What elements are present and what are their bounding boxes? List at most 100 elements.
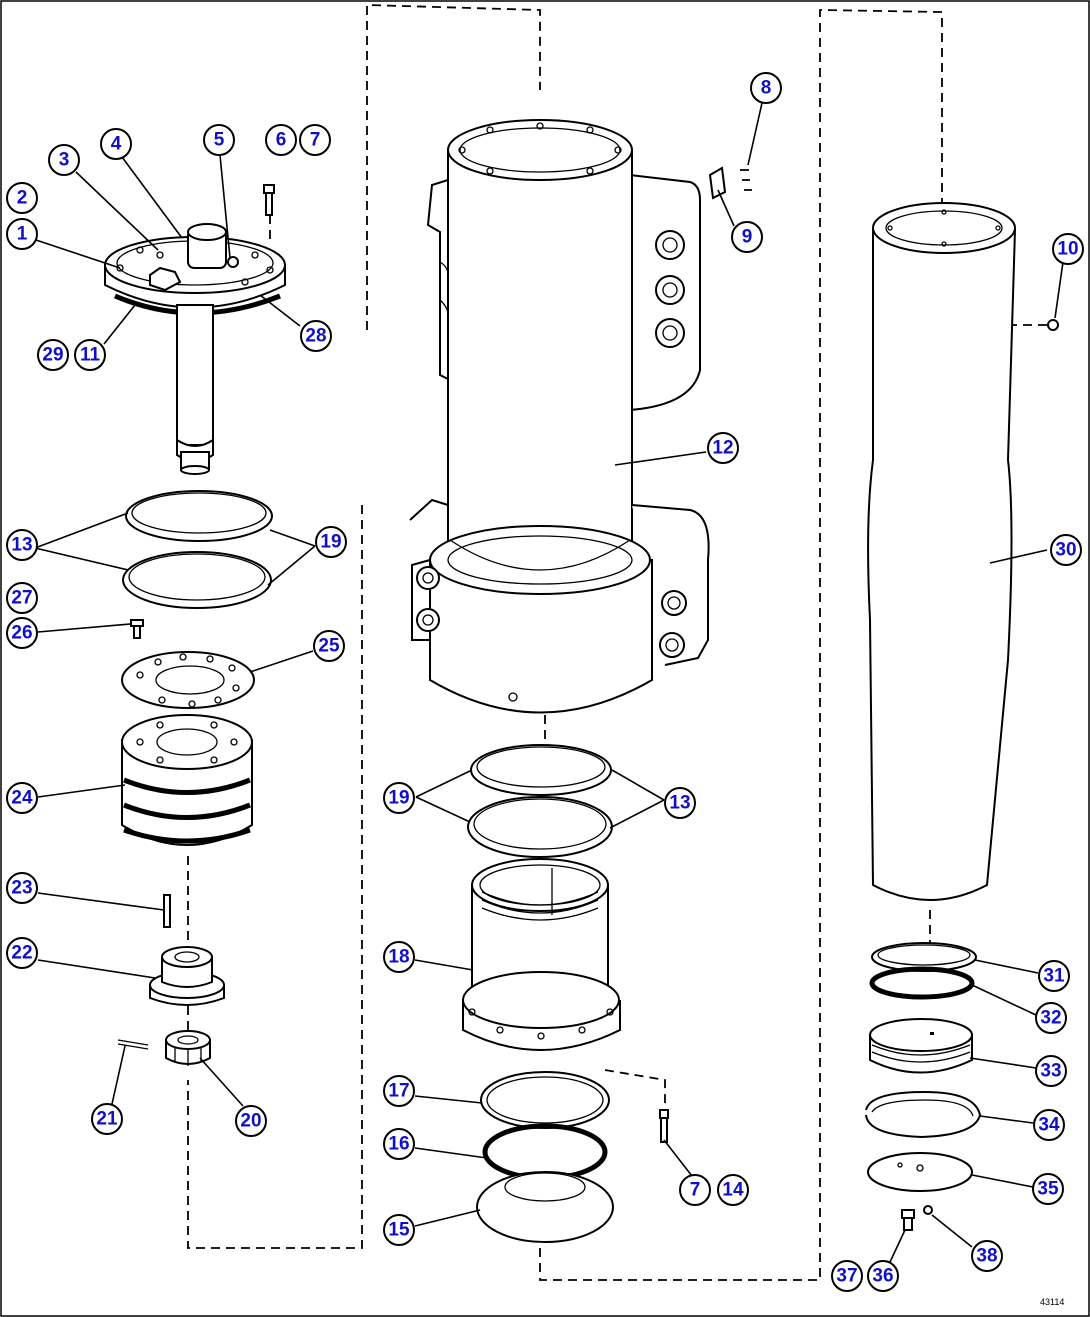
snap-ring-34 [865,1090,982,1139]
svg-text:20: 20 [240,1111,261,1132]
leader-lines [34,102,1064,1263]
o-rings-center [476,1071,614,1243]
callout-5: 5 [203,124,235,156]
cylinder-tube-30 [867,202,1017,901]
callout-10: 10 [1052,233,1084,265]
bolt-36 [901,1209,915,1231]
svg-text:8: 8 [761,78,772,99]
svg-text:1: 1 [17,224,28,245]
svg-text:29: 29 [42,345,63,366]
assembly-dashed-lines [187,4,1050,1281]
bolt-6 [263,184,275,216]
svg-text:17: 17 [388,1081,409,1102]
svg-text:21: 21 [96,1109,118,1130]
svg-text:13: 13 [11,535,32,556]
callout-13-center: 13 [664,787,696,819]
nut-22 [149,946,225,1006]
callout-3: 3 [48,144,80,176]
svg-text:25: 25 [318,636,340,657]
svg-text:4: 4 [111,134,122,155]
callout-19-center: 19 [383,782,415,814]
callout-32: 32 [1035,1002,1067,1034]
callout-9: 9 [731,221,763,253]
callout-28: 28 [300,320,332,352]
svg-text:23: 23 [11,878,32,899]
callout-7: 7 [299,124,331,156]
svg-text:31: 31 [1043,966,1065,987]
nut-20 [165,1030,211,1066]
fitting-10 [1047,319,1059,331]
callout-7-lower: 7 [679,1174,711,1206]
bolt-14 [659,1109,669,1143]
svg-text:28: 28 [305,326,326,347]
plate-35 [867,1152,973,1192]
svg-text:14: 14 [722,1180,744,1201]
callout-18: 18 [383,941,415,973]
svg-text:6: 6 [276,130,287,151]
housing-12 [409,119,710,714]
callout-22: 22 [6,937,38,969]
callout-13-left: 13 [6,529,38,561]
piston-stack-24 [121,714,253,846]
shim-9 [708,166,727,200]
svg-text:36: 36 [872,1266,893,1287]
svg-text:13: 13 [669,793,690,814]
seal-rings-center [467,744,613,858]
svg-text:19: 19 [320,532,341,553]
callout-12: 12 [707,432,739,464]
callout-21: 21 [91,1103,123,1135]
svg-text:33: 33 [1040,1061,1061,1082]
svg-text:34: 34 [1038,1115,1060,1136]
svg-text:15: 15 [388,1220,410,1241]
callout-38: 38 [971,1240,1003,1272]
callout-29: 29 [37,339,69,371]
svg-text:18: 18 [388,947,409,968]
callout-27: 27 [6,582,38,614]
svg-text:26: 26 [11,623,32,644]
callout-2: 2 [6,182,38,214]
svg-text:2: 2 [17,188,28,209]
callout-24: 24 [6,782,38,814]
callout-14: 14 [717,1174,749,1206]
callout-4: 4 [100,128,132,160]
top-cover-shaft-assembly [104,223,286,475]
callout-6: 6 [265,124,297,156]
callout-8: 8 [750,72,782,104]
callout-31: 31 [1038,960,1070,992]
callout-34: 34 [1033,1109,1065,1141]
svg-text:32: 32 [1040,1008,1061,1029]
threaded-sleeve-18 [462,858,621,1051]
bolt-26 [130,619,144,639]
callout-26: 26 [6,617,38,649]
callout-1: 1 [6,218,38,250]
svg-text:35: 35 [1037,1179,1059,1200]
svg-text:3: 3 [59,150,70,171]
callout-19-left: 19 [315,526,347,558]
callout-33: 33 [1035,1055,1067,1087]
cotter-pin-21 [117,1039,149,1050]
seal-rings-right [869,942,977,1000]
reference-code: 43114 [1040,1297,1064,1307]
callout-25: 25 [313,630,345,662]
svg-text:37: 37 [836,1266,857,1287]
svg-text:19: 19 [388,788,409,809]
callout-20: 20 [235,1105,267,1137]
svg-text:22: 22 [11,943,32,964]
svg-text:11: 11 [80,345,101,366]
plate-25 [121,651,255,709]
svg-text:30: 30 [1055,540,1076,561]
svg-text:24: 24 [11,788,33,809]
svg-text:38: 38 [976,1246,997,1267]
piston-33 [869,1018,973,1074]
svg-text:16: 16 [388,1134,409,1155]
svg-text:9: 9 [742,227,753,248]
callout-30: 30 [1050,534,1082,566]
washer-38 [923,1205,933,1215]
callout-11: 11 [74,339,106,371]
svg-text:10: 10 [1057,239,1078,260]
callout-17: 17 [383,1075,415,1107]
svg-text:7: 7 [310,130,321,151]
seal-rings-left [122,490,273,609]
